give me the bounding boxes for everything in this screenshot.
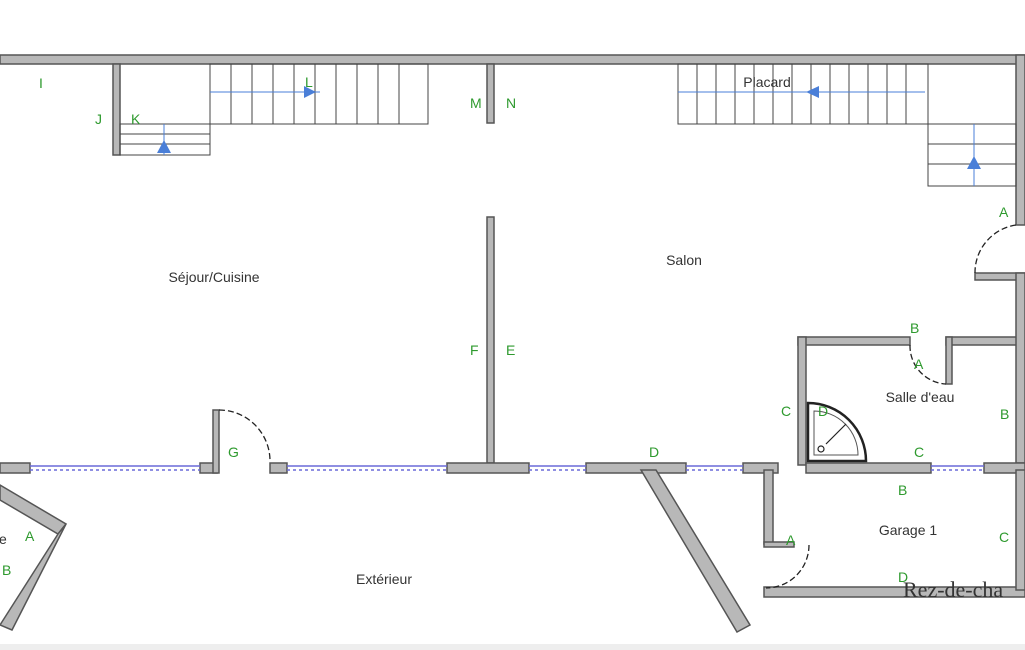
- windows: [30, 465, 984, 471]
- bottom-strip: [0, 644, 1025, 650]
- wall-letter-k: K: [131, 111, 141, 127]
- wall-top: [0, 54, 1025, 65]
- walls: [0, 54, 1025, 634]
- stairs-left: [119, 63, 429, 156]
- wall-garage-bottom: [763, 586, 1025, 598]
- wall-letter-b-left: B: [2, 562, 11, 578]
- door-salon-right: [974, 224, 1017, 274]
- wall-diagonal-left-b: [0, 523, 67, 631]
- wall-letter-m: M: [470, 95, 482, 111]
- wall-letter-b-salle: B: [910, 320, 919, 336]
- wall-letter-l: L: [305, 74, 313, 90]
- wall-right-upper: [1015, 54, 1025, 226]
- wall-salle-top-left: [797, 336, 911, 346]
- wall-south-1: [0, 462, 31, 474]
- wall-letter-g: G: [228, 444, 239, 460]
- wall-south-g-jamb: [212, 409, 220, 474]
- door-salle: [909, 344, 947, 385]
- wall-letter-i: I: [39, 75, 43, 91]
- wall-diagonal-right: [639, 469, 752, 634]
- wall-letter-c-salle-bottom: C: [914, 444, 924, 460]
- wall-right-mid: [1015, 272, 1025, 464]
- wall-south-3: [269, 462, 288, 474]
- wall-letter-b-garage: B: [898, 482, 907, 498]
- wall-south-8: [983, 462, 1025, 474]
- doors: [218, 224, 1017, 589]
- room-label-placard: Placard: [743, 74, 790, 90]
- stair-arrow-left-right: [304, 86, 316, 98]
- stair-arrow-right-up: [967, 156, 981, 169]
- shower: [806, 401, 868, 463]
- wall-garage-right: [1015, 469, 1025, 591]
- wall-letter-n: N: [506, 95, 516, 111]
- wall-south-4: [446, 462, 530, 474]
- door-g: [218, 409, 271, 462]
- wall-letter-a-salle: A: [914, 356, 924, 372]
- stair-arrow-left-up: [157, 140, 171, 153]
- room-label-salle-eau: Salle d'eau: [886, 389, 955, 405]
- stairs-right: [677, 63, 1017, 187]
- wall-salle-door-jamb: [945, 336, 953, 385]
- wall-fe: [486, 216, 495, 464]
- room-label-sejour: Séjour/Cuisine: [168, 269, 259, 285]
- wall-letter-a-garage: A: [786, 532, 796, 548]
- wall-letter-c-salle-left: C: [781, 403, 791, 419]
- level-title: Rez-de-cha: [903, 577, 1003, 602]
- stair-arrow-right-left: [806, 86, 819, 98]
- wall-letter-a-salon: A: [999, 204, 1009, 220]
- wall-k-vertical: [112, 63, 121, 156]
- wall-south-6: [742, 462, 779, 474]
- room-label-salon: Salon: [666, 252, 702, 268]
- wall-garage-left: [763, 469, 774, 545]
- wall-salon-right-stub: [974, 272, 1025, 281]
- wall-mn: [486, 63, 495, 124]
- wall-letter-b-salle-right: B: [1000, 406, 1009, 422]
- wall-salle-left: [797, 336, 807, 466]
- wall-south-7: [805, 462, 932, 474]
- room-label-exterieur: Extérieur: [356, 571, 412, 587]
- wall-letter-f: F: [470, 342, 479, 358]
- wall-letter-d-salle: D: [818, 403, 828, 419]
- wall-letters: I J K L M N F E G D A B A B C D C B C A …: [2, 74, 1009, 585]
- door-garage: [765, 544, 810, 589]
- wall-salle-top-right: [945, 336, 1025, 346]
- room-label-partial-left: e: [0, 531, 7, 547]
- wall-south-5: [585, 462, 687, 474]
- wall-letter-c-garage: C: [999, 529, 1009, 545]
- wall-diagonal-left-a: [0, 484, 68, 535]
- wall-letter-d: D: [649, 444, 659, 460]
- wall-letter-j: J: [95, 111, 102, 127]
- room-label-garage: Garage 1: [879, 522, 938, 538]
- wall-letter-d-garage: D: [898, 569, 908, 585]
- wall-garage-door-jamb: [763, 541, 795, 548]
- wall-letter-e: E: [506, 342, 515, 358]
- wall-letter-a-left: A: [25, 528, 35, 544]
